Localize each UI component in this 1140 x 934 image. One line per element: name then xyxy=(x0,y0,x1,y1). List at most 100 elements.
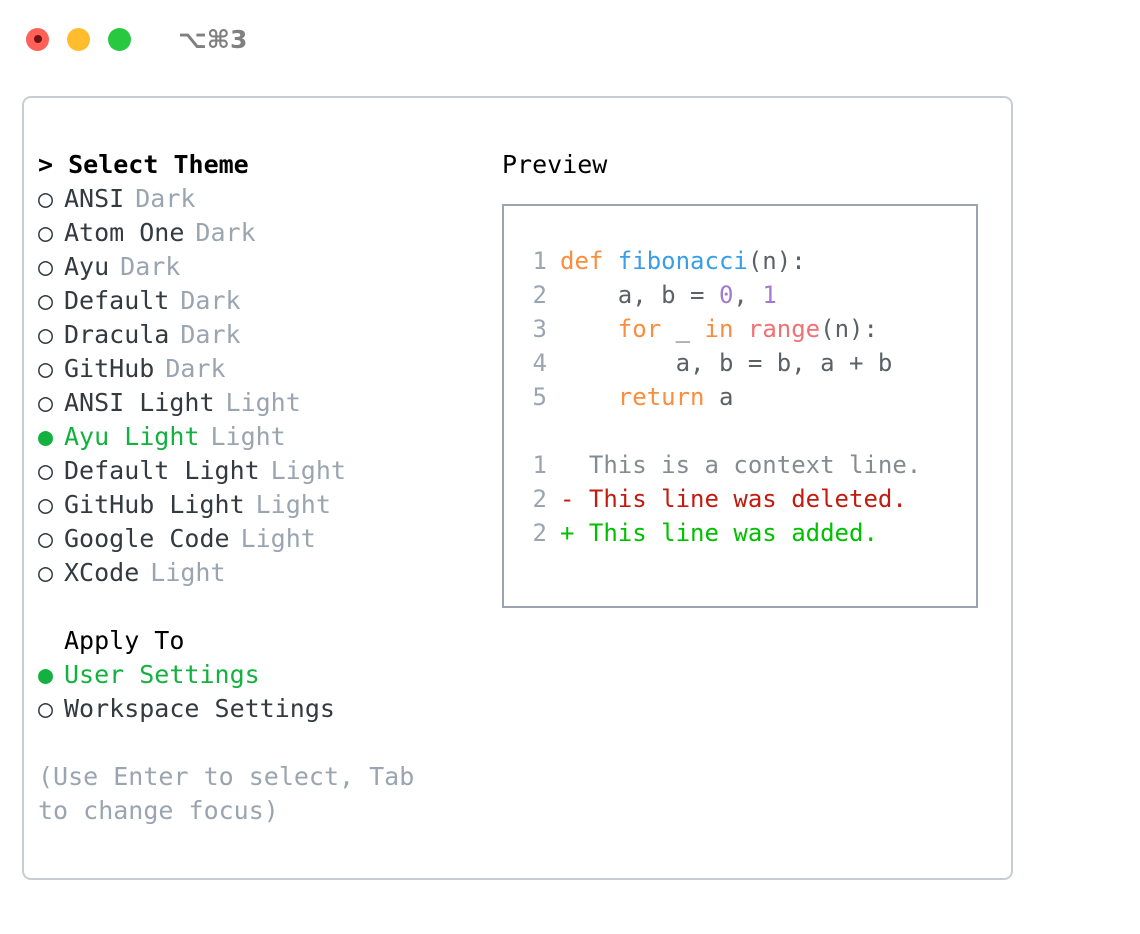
code-token: def xyxy=(560,247,618,275)
code-line: 1 def fibonacci(n): xyxy=(522,244,976,278)
apply-to-option-list[interactable]: ●User Settings○Workspace Settings xyxy=(38,658,478,726)
code-token: 1 xyxy=(762,281,777,309)
code-token xyxy=(560,315,618,343)
code-token: a, b = xyxy=(560,281,719,309)
keyboard-hint: (Use Enter to select, Tab to change focu… xyxy=(38,762,415,825)
code-token: in xyxy=(704,315,734,343)
diff-line-text: This line was deleted. xyxy=(588,485,907,513)
code-token xyxy=(560,383,618,411)
code-line-number: 4 xyxy=(532,349,547,377)
code-token: _ xyxy=(661,315,705,343)
diff-line: 2+ This line was added. xyxy=(522,516,976,550)
diff-line: 1 This is a context line. xyxy=(522,448,976,482)
radio-unselected-icon: ○ xyxy=(38,490,54,519)
theme-option-variant: Light xyxy=(210,422,286,451)
code-token: return xyxy=(617,383,705,411)
code-diff-spacer xyxy=(522,414,976,448)
theme-option-variant: Light xyxy=(225,388,301,417)
theme-option-label: Default Light xyxy=(64,456,260,485)
code-token: 0 xyxy=(718,281,734,309)
theme-option-label: Default xyxy=(64,286,170,315)
radio-unselected-icon: ○ xyxy=(38,252,54,281)
theme-option-label: Atom One xyxy=(64,218,185,247)
diff-line: 2- This line was deleted. xyxy=(522,482,976,516)
code-token: for xyxy=(617,315,662,343)
radio-unselected-icon: ○ xyxy=(38,354,54,383)
theme-option-label: ANSI Light xyxy=(64,388,215,417)
radio-unselected-icon: ○ xyxy=(38,456,54,485)
theme-option[interactable]: ● Ayu Light Light xyxy=(38,420,478,454)
theme-option-variant: Light xyxy=(150,558,226,587)
maximize-button[interactable] xyxy=(108,27,131,51)
diff-marker xyxy=(560,448,589,482)
title-bar: ⌥⌘3 xyxy=(0,0,1140,78)
theme-option-variant: Dark xyxy=(180,286,241,315)
code-line-text: def fibonacci(n): xyxy=(560,244,806,278)
radio-unselected-icon: ○ xyxy=(38,558,54,587)
radio-unselected-icon: ○ xyxy=(38,218,54,247)
apply-to-option[interactable]: ○Workspace Settings xyxy=(38,692,478,726)
code-line-text: a, b = 0, 1 xyxy=(560,278,777,312)
theme-option-variant: Light xyxy=(255,490,331,519)
code-line-text: for _ in range(n): xyxy=(560,312,878,346)
radio-unselected-icon: ○ xyxy=(38,524,54,553)
select-theme-heading: > Select Theme xyxy=(38,150,249,179)
theme-option-variant: Light xyxy=(240,524,316,553)
code-token: range xyxy=(747,315,821,343)
theme-option-variant: Dark xyxy=(180,320,241,349)
code-token: a, b = b, a + b xyxy=(560,349,893,377)
code-token: (n): xyxy=(820,315,878,343)
theme-option-label: GitHub xyxy=(64,354,155,383)
theme-option[interactable]: ○ Google Code Light xyxy=(38,522,478,556)
theme-option[interactable]: ○ Default Light Light xyxy=(38,454,478,488)
code-line: 5 return a xyxy=(522,380,976,414)
minimize-button[interactable] xyxy=(67,27,90,51)
close-button[interactable] xyxy=(26,27,49,51)
radio-unselected-icon: ○ xyxy=(38,184,54,213)
theme-option[interactable]: ○ Default Dark xyxy=(38,284,478,318)
radio-unselected-icon: ○ xyxy=(38,286,54,315)
code-token: a xyxy=(704,383,734,411)
theme-option-label: Ayu Light xyxy=(64,422,200,451)
theme-option-variant: Light xyxy=(270,456,346,485)
apply-to-section: Apply To ●User Settings○Workspace Settin… xyxy=(38,624,478,726)
theme-option-label: ANSI xyxy=(64,184,125,213)
code-line-number: 5 xyxy=(532,383,547,411)
diff-line-text: This is a context line. xyxy=(588,451,922,479)
apply-to-option-label: User Settings xyxy=(64,660,260,689)
diff-line-text: This line was added. xyxy=(588,519,878,547)
diff-sample: 1 This is a context line.2- This line wa… xyxy=(522,448,976,550)
radio-selected-icon: ● xyxy=(38,422,54,451)
theme-option[interactable]: ○ ANSI Light Light xyxy=(38,386,478,420)
code-token: (n): xyxy=(747,247,806,275)
code-token: fibonacci xyxy=(617,247,748,275)
code-line-number: 1 xyxy=(532,247,547,275)
code-line-number: 3 xyxy=(532,315,547,343)
apply-to-option-label: Workspace Settings xyxy=(64,694,335,723)
shortcut-label: ⌥⌘3 xyxy=(178,24,248,54)
code-line: 3 for _ in range(n): xyxy=(522,312,976,346)
theme-option-variant: Dark xyxy=(165,354,226,383)
radio-unselected-icon: ○ xyxy=(38,388,54,417)
apply-to-heading: Apply To xyxy=(64,626,185,655)
code-token xyxy=(733,315,747,343)
code-line: 2 a, b = 0, 1 xyxy=(522,278,976,312)
diff-marker: + xyxy=(560,519,589,547)
diff-line-number: 1 xyxy=(532,451,547,479)
apply-to-option[interactable]: ●User Settings xyxy=(38,658,478,692)
theme-option-label: Google Code xyxy=(64,524,230,553)
theme-option[interactable]: ○ GitHub Dark xyxy=(38,352,478,386)
radio-unselected-icon: ○ xyxy=(38,320,54,349)
